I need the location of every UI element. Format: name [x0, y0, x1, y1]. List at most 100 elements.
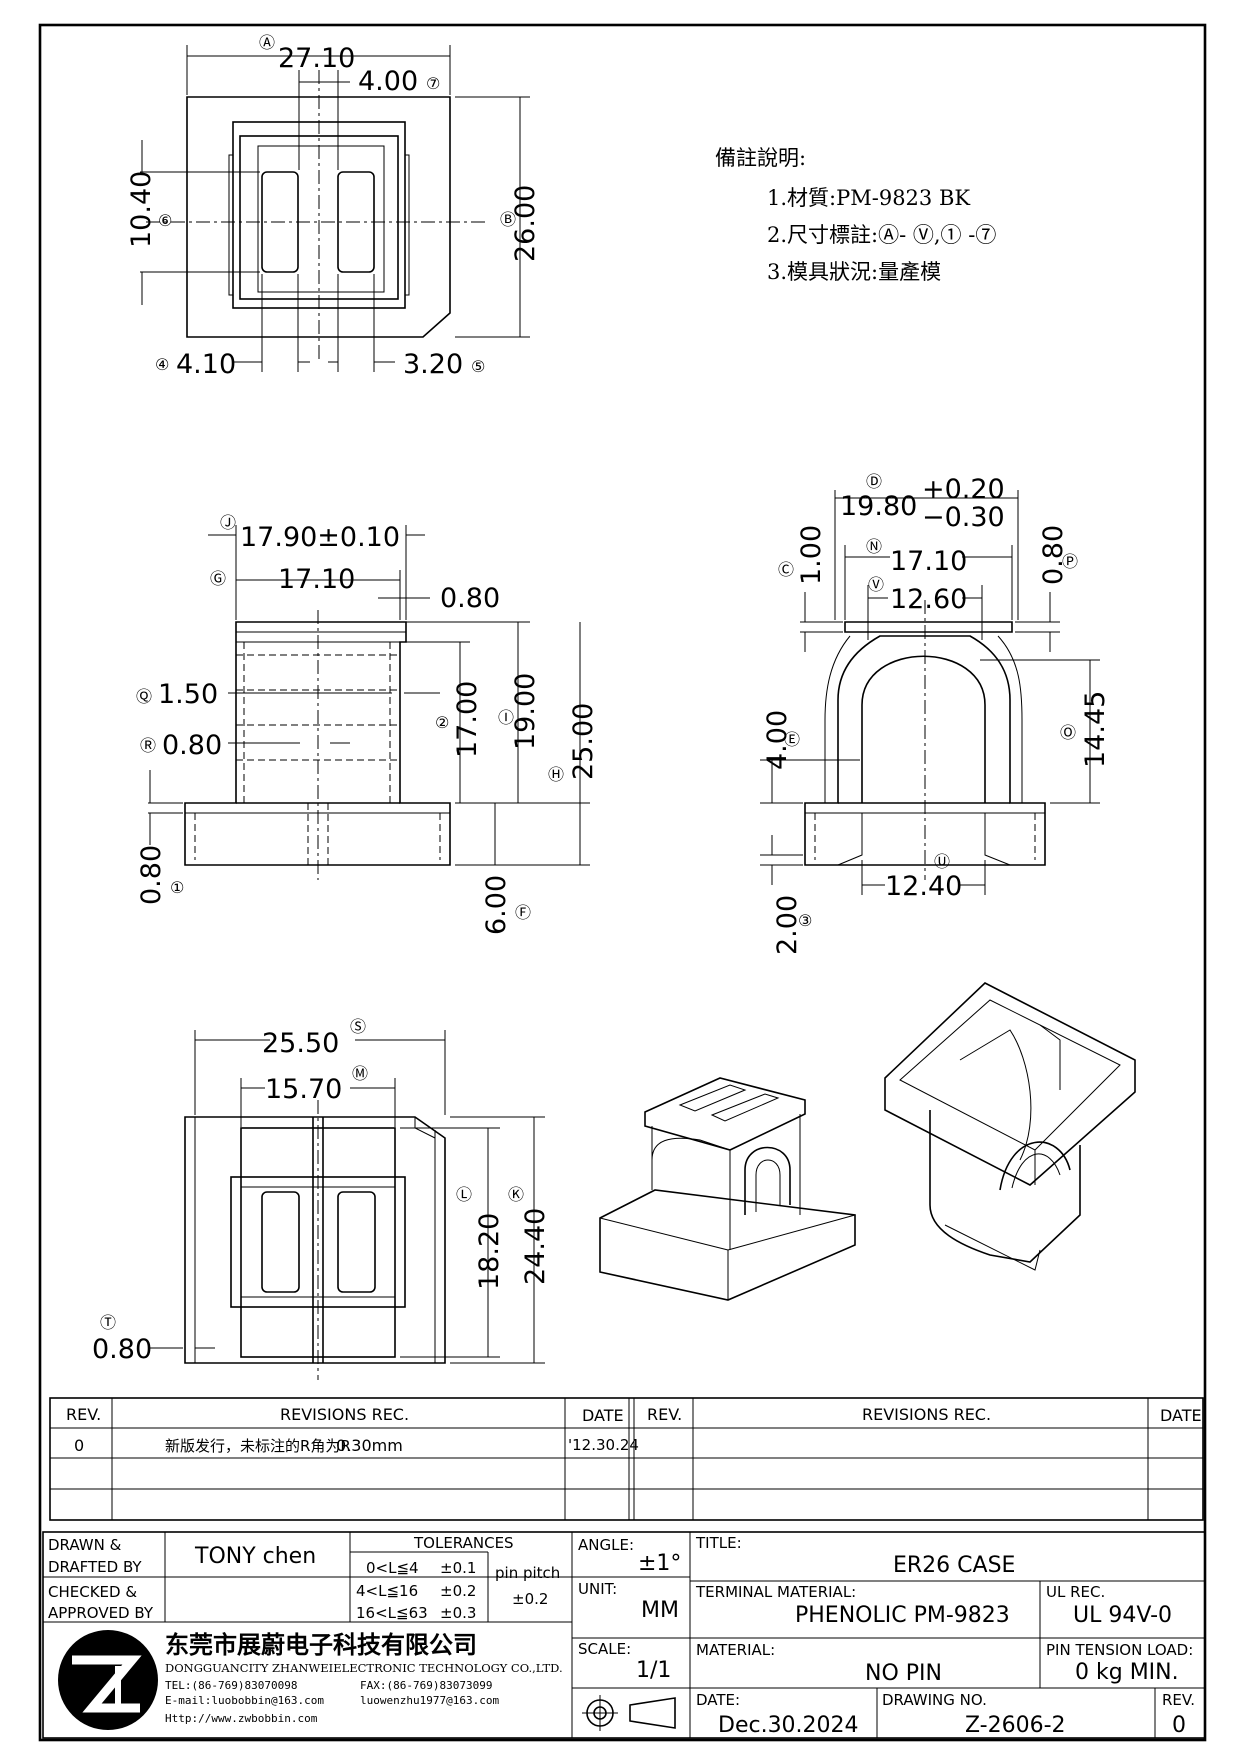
dim-label-O: Ⓞ: [1060, 723, 1076, 742]
title-block: [42, 1531, 1206, 1739]
dim-label-G: Ⓖ: [210, 569, 226, 588]
dim-value-T: 0.80: [92, 1334, 152, 1365]
date-header-right: DATE: [1160, 1406, 1202, 1425]
dim-tol-plus-D: +0.20: [922, 474, 1005, 505]
pin-pitch-value: ±0.2: [512, 1590, 548, 1608]
company-name-cn: 东莞市展蔚电子科技有限公司: [165, 1630, 477, 1659]
dim-label-F: Ⓕ: [515, 903, 531, 922]
revision-row-text: 新版发行，未标注的R角为R: [165, 1437, 351, 1455]
dim-label-5: ⑤: [471, 357, 485, 376]
dim-value-4: 4.10: [176, 349, 236, 380]
dim-label-U: Ⓤ: [934, 852, 950, 871]
title-label: TITLE:: [695, 1534, 742, 1552]
dim-value-D: 19.80: [840, 491, 917, 522]
dim-value-6: 10.40: [126, 171, 157, 248]
dim-label-J: Ⓙ: [220, 513, 236, 532]
tol-range-3: 16<L≦63: [356, 1604, 428, 1622]
angle-label: ANGLE:: [578, 1536, 634, 1554]
dim-value-I: 19.00: [510, 673, 541, 750]
revision-table: [49, 1397, 1204, 1521]
drawing-no-value: Z-2606-2: [965, 1713, 1066, 1738]
dim-value-O: 14.45: [1080, 691, 1111, 768]
side-view: [760, 490, 1100, 895]
dim-label-S: Ⓢ: [350, 1017, 366, 1036]
date-value: Dec.30.2024: [718, 1713, 859, 1738]
dim-label-P: Ⓟ: [1062, 552, 1078, 571]
isometric-view-left: [599, 1077, 856, 1301]
dim-label-V: Ⓥ: [868, 575, 884, 594]
sheet-border: [38, 23, 1207, 1742]
dim-label-D: Ⓓ: [866, 472, 882, 491]
notes-heading: 備註說明:: [715, 146, 806, 170]
dim-value-7: 4.00: [358, 66, 418, 97]
dim-value-E: 4.00: [762, 710, 793, 770]
dim-value-3: 2.00: [772, 895, 803, 955]
dim-value-R: 0.80: [162, 730, 222, 761]
dim-value-0-80-top: 0.80: [440, 583, 500, 614]
dim-value-5: 3.20: [403, 349, 463, 380]
rev-value: 0: [1172, 1713, 1186, 1738]
material-label: MATERIAL:: [696, 1641, 775, 1659]
dim-value-J: 17.90±0.10: [240, 522, 400, 553]
dim-label-C: Ⓒ: [778, 560, 794, 579]
company-tel: TEL:(86-769)83070098: [165, 1679, 297, 1692]
dim-label-H: Ⓗ: [548, 765, 564, 784]
title-value: ER26 CASE: [893, 1553, 1015, 1578]
note-item-2: 2.尺寸標註:Ⓐ- Ⓥ,① -⑦: [767, 223, 996, 247]
dim-value-2: 17.00: [452, 681, 483, 758]
dim-label-B: Ⓑ: [500, 210, 516, 229]
dim-label-1: ①: [170, 878, 184, 897]
date-header-left: DATE: [582, 1406, 624, 1425]
dim-value-K: 24.40: [520, 1208, 551, 1285]
pin-tension-value: 0 kg MIN.: [1075, 1660, 1179, 1685]
terminal-material-value: PHENOLIC PM-9823: [795, 1603, 1010, 1628]
company-email-2: luowenzhu1977@163.com: [360, 1694, 499, 1707]
dim-value-C: 1.00: [796, 525, 827, 585]
revisions-header-right: REVISIONS REC.: [862, 1405, 991, 1424]
rev-label: REV.: [1162, 1691, 1195, 1709]
terminal-material-label: TERMINAL MATERIAL:: [695, 1583, 856, 1601]
dim-label-M: Ⓜ: [352, 1064, 368, 1083]
scale-value: 1/1: [636, 1658, 671, 1683]
dim-value-U: 12.40: [885, 871, 962, 902]
pin-pitch-label: pin pitch: [495, 1564, 560, 1582]
drawn-label-2: DRAFTED BY: [48, 1558, 142, 1576]
dim-value-P: 0.80: [1038, 525, 1069, 585]
dim-value-S: 25.50: [262, 1028, 339, 1059]
rev-header-left: REV.: [66, 1405, 101, 1424]
dim-label-N: Ⓝ: [866, 537, 882, 556]
checked-label-1: CHECKED &: [48, 1583, 137, 1601]
dim-value-F: 6.00: [481, 875, 512, 935]
dim-value-V: 12.60: [890, 584, 967, 615]
material-value: NO PIN: [865, 1661, 942, 1686]
drawn-label-1: DRAWN &: [48, 1536, 122, 1554]
dim-label-I: Ⓘ: [498, 708, 514, 727]
dim-value-A: 27.10: [278, 43, 355, 74]
dim-value-1: 0.80: [136, 845, 167, 905]
dim-label-K: Ⓚ: [508, 1185, 524, 1204]
dim-label-R: Ⓡ: [140, 736, 156, 755]
top-view: [140, 45, 530, 372]
tol-value-1: ±0.1: [440, 1559, 476, 1577]
revision-row-value: 0.30mm: [336, 1436, 403, 1455]
checked-label-2: APPROVED BY: [48, 1604, 154, 1622]
front-view: [148, 525, 590, 880]
dim-value-B: 26.00: [510, 185, 541, 262]
isometric-view-right: [884, 982, 1136, 1271]
tol-range-2: 4<L≦16: [356, 1582, 418, 1600]
dim-label-4: ④: [155, 355, 169, 374]
tolerances-header: TOLERANCES: [413, 1534, 514, 1552]
bottom-view: [150, 1030, 545, 1380]
tol-range-1: 0<L≦4: [366, 1559, 419, 1577]
revisions-header-left: REVISIONS REC.: [280, 1405, 409, 1424]
unit-label: UNIT:: [578, 1580, 617, 1598]
drawing-no-label: DRAWING NO.: [882, 1691, 987, 1709]
company-email: E-mail:luobobbin@163.com: [165, 1694, 324, 1707]
angle-value: ±1°: [638, 1551, 681, 1576]
date-label: DATE:: [696, 1691, 740, 1709]
dim-label-3: ③: [798, 911, 812, 930]
dim-label-T: Ⓣ: [100, 1313, 116, 1332]
dim-value-N: 17.10: [890, 546, 967, 577]
